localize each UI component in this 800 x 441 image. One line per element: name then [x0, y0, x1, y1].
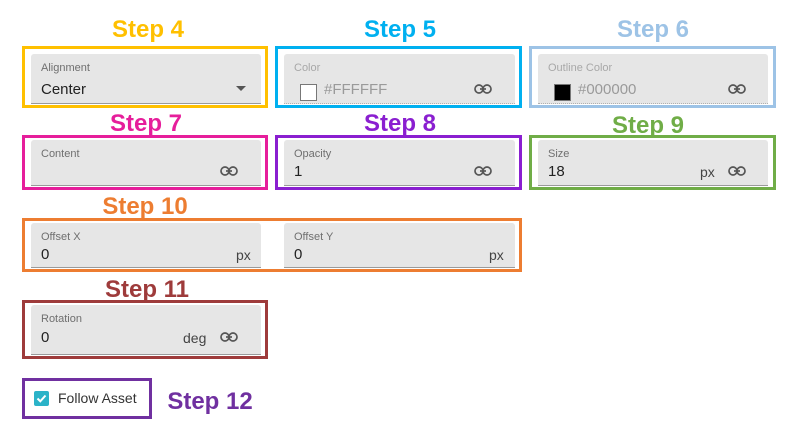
- step-12-label: Step 12: [167, 388, 253, 415]
- offset-x-value: 0: [41, 246, 50, 263]
- outline-color-label: Outline Color: [548, 62, 613, 74]
- content-label: Content: [41, 148, 80, 160]
- link-icon[interactable]: [728, 165, 746, 177]
- chevron-down-icon[interactable]: [235, 82, 247, 94]
- offset-x-field[interactable]: Offset X 0 px: [31, 223, 261, 268]
- alignment-label: Alignment: [41, 62, 90, 74]
- checkmark-icon: [36, 394, 47, 403]
- outline-color-swatch[interactable]: [554, 84, 571, 101]
- size-unit: px: [700, 164, 715, 180]
- color-field[interactable]: Color #FFFFFF: [284, 54, 515, 104]
- size-field[interactable]: Size 18 px: [538, 140, 768, 186]
- step-10-label: Step 10: [102, 193, 188, 220]
- step-4-frame: [22, 46, 268, 108]
- step-9-label: Step 9: [611, 112, 685, 139]
- opacity-field[interactable]: Opacity 1: [284, 140, 515, 186]
- rotation-label: Rotation: [41, 313, 82, 325]
- step-11-label: Step 11: [104, 276, 190, 303]
- opacity-value: 1: [294, 163, 303, 180]
- link-icon[interactable]: [474, 83, 492, 95]
- step-11-frame: [22, 300, 268, 359]
- outline-color-field[interactable]: Outline Color #000000: [538, 54, 768, 104]
- rotation-field[interactable]: Rotation 0 deg: [31, 305, 261, 355]
- follow-asset-label[interactable]: Follow Asset: [58, 390, 137, 406]
- size-label: Size: [548, 148, 570, 160]
- step-7-label: Step 7: [109, 110, 183, 137]
- link-icon[interactable]: [728, 83, 746, 95]
- outline-color-value: #000000: [578, 81, 637, 98]
- step-6-label: Step 6: [616, 16, 690, 43]
- offset-x-unit: px: [236, 247, 251, 263]
- rotation-unit: deg: [183, 330, 207, 346]
- link-icon[interactable]: [220, 165, 238, 177]
- alignment-select[interactable]: Alignment Center: [31, 54, 261, 104]
- offset-y-value: 0: [294, 246, 303, 263]
- step-10-frame: [22, 218, 522, 272]
- follow-asset-checkbox[interactable]: [34, 391, 49, 406]
- link-icon[interactable]: [220, 331, 238, 343]
- offset-x-label: Offset X: [41, 231, 81, 243]
- step-8-frame: [275, 135, 522, 190]
- step-5-frame: [275, 46, 522, 108]
- opacity-label: Opacity: [294, 148, 332, 160]
- step-7-frame: [22, 135, 268, 190]
- alignment-value: Center: [41, 81, 87, 98]
- offset-y-field[interactable]: Offset Y 0 px: [284, 223, 515, 268]
- color-label: Color: [294, 62, 321, 74]
- step-8-label: Step 8: [363, 110, 437, 137]
- size-value: 18: [548, 163, 565, 180]
- rotation-value: 0: [41, 329, 50, 346]
- color-swatch[interactable]: [300, 84, 317, 101]
- link-icon[interactable]: [474, 165, 492, 177]
- step-6-frame: [529, 46, 776, 108]
- offset-y-label: Offset Y: [294, 231, 334, 243]
- content-field[interactable]: Content: [31, 140, 261, 186]
- step-5-label: Step 5: [363, 16, 437, 43]
- color-value: #FFFFFF: [324, 81, 388, 98]
- step-12-frame: [22, 378, 152, 419]
- step-4-label: Step 4: [111, 16, 185, 43]
- offset-y-unit: px: [489, 247, 504, 263]
- step-9-frame: [529, 135, 776, 190]
